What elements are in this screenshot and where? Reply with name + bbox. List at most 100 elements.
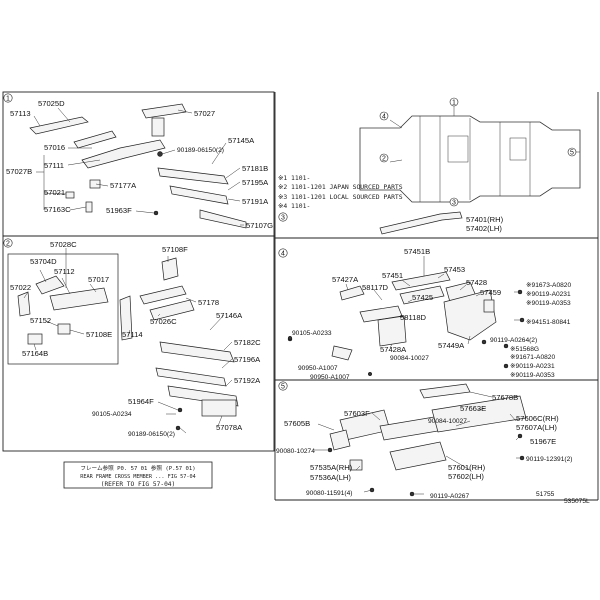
callout-91671-A0820: ※91671-A0820: [510, 354, 555, 361]
svg-text:4: 4: [382, 114, 386, 121]
callout-90084-10027: 90084-10027: [390, 355, 429, 362]
callout-57663E: 57663E: [460, 404, 486, 413]
callout-labels: 57025D 57113 57027 57016 57111 57027B 57…: [6, 99, 572, 500]
panel-5-leaders: [314, 391, 522, 495]
callout-57114: 57114: [122, 330, 143, 339]
callout-91673-A0820: ※91673-A0820: [526, 282, 571, 289]
callout-51967E: 51967E: [530, 437, 556, 446]
callout-57451: 57451: [382, 271, 403, 280]
panel-1-leaders: [33, 107, 244, 226]
inset-frame: [7, 253, 119, 365]
callout-90119-A0353-a: ※90119-A0353: [526, 300, 571, 307]
callout-57016: 57016: [44, 143, 65, 152]
callout-51755: 51755: [536, 491, 555, 498]
callout-90080-10274: 90080-10274: [276, 448, 315, 455]
callout-90950-A1007-b: 90950-A1007: [310, 374, 350, 381]
callout-57021: 57021: [44, 188, 65, 197]
callout-57402LH: 57402(LH): [466, 224, 502, 233]
callout-57164B: 57164B: [22, 349, 48, 358]
section-marker-4-label: 4: [281, 251, 285, 258]
section-marker-1: 1: [3, 93, 13, 103]
note-line-1: ※1 1101-: [278, 174, 310, 182]
callout-57605B: 57605B: [284, 419, 310, 428]
callout-90119-A0353-b: ※90119-A0353: [510, 372, 555, 379]
callout-57113: 57113: [10, 109, 31, 118]
callout-57191A: 57191A: [242, 197, 269, 206]
callout-51568G: ※51568G: [510, 346, 539, 353]
callout-57603F: 57603F: [344, 409, 370, 418]
callout-57192A: 57192A: [234, 376, 261, 385]
diagram-code: 535075L: [564, 498, 590, 505]
callout-57535A: 57535A(RH): [310, 463, 353, 472]
callout-57108F: 57108F: [162, 245, 188, 254]
svg-text:2: 2: [382, 156, 386, 163]
section-marker-4: 4: [278, 248, 288, 258]
panel-1-parts: [29, 103, 247, 229]
note-line-2: ※2 1101-1201 JAPAN SOURCED PARTS: [278, 183, 403, 191]
callout-57602LH: 57602(LH): [448, 472, 484, 481]
callout-57146A: 57146A: [216, 311, 243, 320]
section-marker-2-label: 2: [6, 241, 10, 248]
callout-94151-80841: ※94151-80841: [526, 319, 571, 326]
panel-2-leaders: [23, 248, 291, 434]
callout-57601RH: 57601(RH): [448, 463, 486, 472]
panel-2-parts: [17, 257, 293, 431]
callout-57028C: 57028C: [50, 240, 77, 249]
callout-57401RH: 57401(RH): [466, 215, 504, 224]
svg-text:1: 1: [452, 100, 456, 107]
callout-57025D: 57025D: [38, 99, 65, 108]
callout-57107G: 57107G: [246, 221, 273, 230]
section-marker-5-label: 5: [281, 384, 285, 391]
callout-90119-A0264: 90119-A0264(2): [490, 337, 537, 344]
section-marker-2: 2: [3, 238, 13, 248]
panel-2-frame: [2, 235, 275, 452]
refer-line-2: REAR FRAME CROSS MEMBER ... FIG 57-04: [80, 474, 196, 480]
callout-90119-12391: 90119-12391(2): [526, 456, 572, 463]
note-line-3: ※3 1101-1201 LOCAL SOURCED PARTS: [278, 193, 403, 201]
callout-57108E: 57108E: [86, 330, 112, 339]
panel-5-parts: [327, 383, 527, 497]
callout-57027: 57027: [194, 109, 215, 118]
callout-57453: 57453: [444, 265, 465, 274]
callout-57026C: 57026C: [150, 317, 177, 326]
callout-57196A: 57196A: [234, 355, 261, 364]
section-marker-3: 3: [278, 212, 288, 222]
callout-57425: 57425: [412, 293, 433, 302]
callout-57178: 57178: [198, 298, 219, 307]
callout-57428: 57428: [466, 278, 487, 287]
refer-box: フレーム参照 P0. 57 01 参照 (P.57 01) REAR FRAME…: [63, 461, 213, 489]
section-marker-3-label: 3: [281, 215, 285, 222]
callout-57428A: 57428A: [380, 345, 407, 354]
callout-57182C: 57182C: [234, 338, 261, 347]
callout-51964F: 51964F: [128, 397, 154, 406]
callout-90119-A0231-a: ※90119-A0231: [526, 291, 571, 298]
panel-4-parts: [287, 271, 525, 377]
callout-58117D: 58117D: [362, 283, 389, 292]
callout-90105-A0233: 90105-A0233: [292, 330, 332, 337]
refer-line-3: (REFER TO FIG 57-04): [101, 481, 176, 488]
callout-57678B: 57678B: [492, 393, 518, 402]
callout-57195A: 57195A: [242, 178, 269, 187]
callout-90080-11591: 90080-11591(4): [306, 490, 352, 497]
callout-57177A: 57177A: [110, 181, 137, 190]
section-marker-1-label: 1: [6, 96, 10, 103]
callout-57163C: 57163C: [44, 205, 71, 214]
callout-53704D: 53704D: [30, 257, 57, 266]
callout-58118D: 58118D: [400, 313, 427, 322]
callout-90119-A0231-b: ※90119-A0231: [510, 363, 555, 370]
section-marker-5: 5: [278, 381, 288, 391]
callout-57449A: 57449A: [438, 341, 465, 350]
callout-57427A: 57427A: [332, 275, 359, 284]
callout-51963F: 51963F: [106, 206, 132, 215]
callout-57078A: 57078A: [216, 423, 243, 432]
callout-57022: 57022: [10, 283, 31, 292]
callout-57451B: 57451B: [404, 247, 430, 256]
note-line-4: ※4 1101-: [278, 202, 310, 210]
callout-90189-06150-b: 90189-06150(2): [128, 431, 175, 438]
callout-57459: 57459: [480, 288, 501, 297]
callout-57152: 57152: [30, 316, 51, 325]
callout-57027B: 57027B: [6, 167, 32, 176]
callout-57607A: 57607A(LH): [516, 423, 557, 432]
sourcing-notes: ※1 1101- ※2 1101-1201 JAPAN SOURCED PART…: [278, 174, 403, 210]
